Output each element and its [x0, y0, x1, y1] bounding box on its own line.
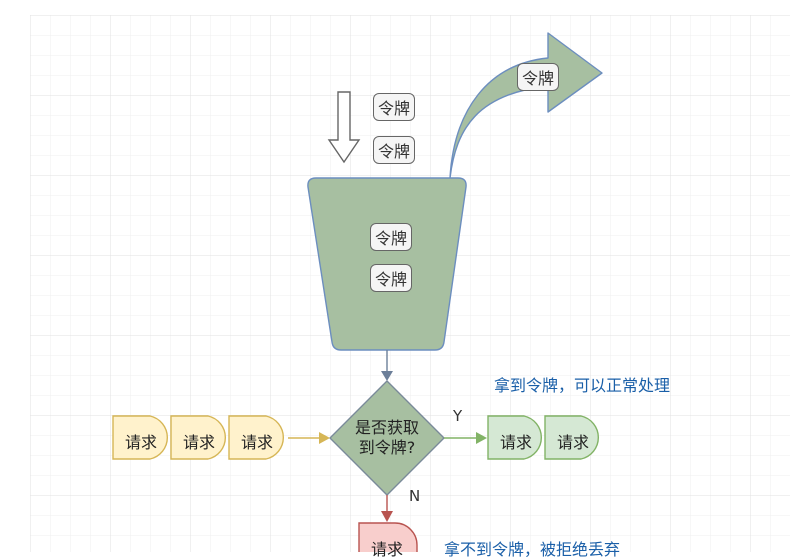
rejected-request [358, 522, 418, 552]
yes-label: Y [453, 407, 463, 425]
bucket-to-decision-arrowhead [381, 371, 393, 381]
decision-label-line2: 到令牌? [358, 438, 416, 457]
no-label: N [409, 487, 421, 505]
passed-note: 拿到令牌，可以正常处理 [494, 376, 671, 395]
incoming-request-2-label: 请求 [183, 433, 216, 452]
incoming-request-3 [228, 415, 285, 460]
incoming-request-2 [170, 415, 227, 460]
incoming-request-1 [112, 415, 169, 460]
rejected-note: 拿不到令牌，被拒绝丢弃 [444, 540, 621, 559]
bucket-token-1: 令牌 [370, 223, 412, 251]
incoming-request-3-label: 请求 [241, 433, 274, 452]
yes-arrowhead [476, 432, 487, 444]
falling-token-2: 令牌 [373, 136, 415, 164]
overflow-arrow-icon [449, 32, 603, 179]
passed-request-1 [487, 415, 543, 460]
incoming-arrowhead [319, 432, 330, 444]
passed-request-1-label: 请求 [500, 433, 533, 452]
overflow-token: 令牌 [517, 63, 559, 91]
falling-token-1: 令牌 [373, 93, 415, 121]
passed-request-2 [544, 415, 600, 460]
no-arrowhead [381, 511, 393, 522]
incoming-request-1-label: 请求 [125, 433, 158, 452]
token-input-arrow-icon [327, 91, 361, 164]
passed-request-2-label: 请求 [557, 433, 590, 452]
bucket-token-2: 令牌 [370, 264, 412, 292]
decision-label-line1: 是否获取 [354, 418, 419, 437]
rejected-request-label: 请求 [371, 540, 404, 559]
decision-label: 是否获取 到令牌? [332, 418, 442, 458]
